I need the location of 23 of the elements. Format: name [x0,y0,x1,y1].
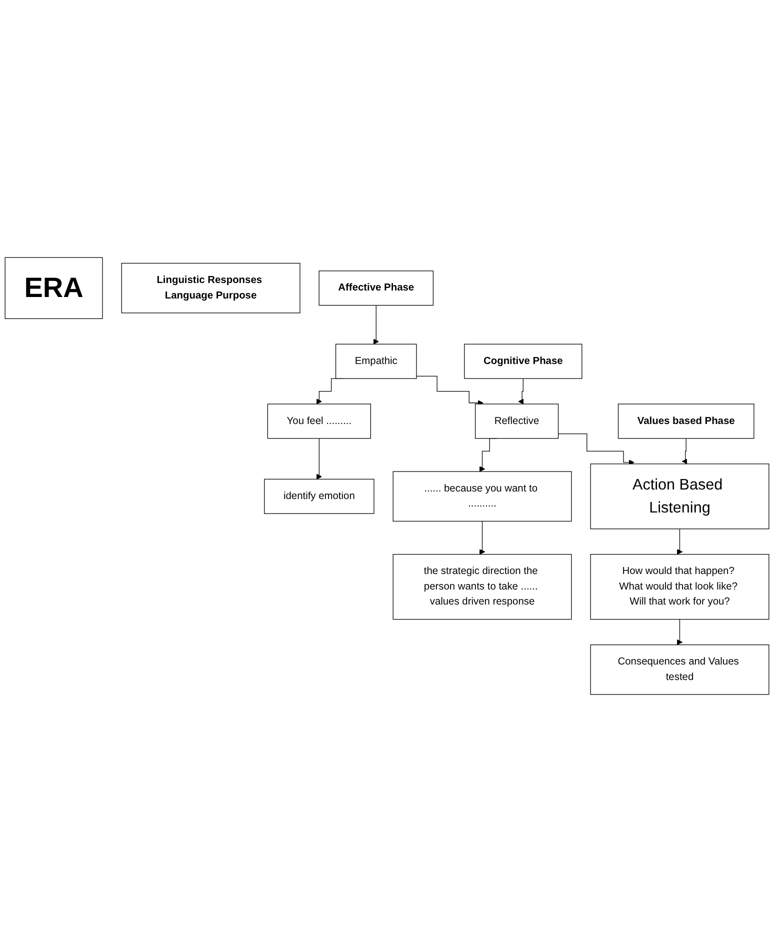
arrow [558,433,634,466]
node-box [392,554,572,620]
arrow [518,378,524,404]
node-box [464,344,582,379]
node-box [121,262,300,314]
node-box [590,644,770,695]
arrow [316,438,322,480]
node-box [392,471,572,522]
node-box [335,344,417,379]
arrow [479,520,486,555]
node-box [618,404,754,439]
node-box [590,464,770,530]
arrow [676,619,683,646]
arrow [416,376,484,406]
arrow [373,304,379,344]
node-box [267,404,371,439]
arrow [676,528,683,555]
node-box [4,257,103,319]
node-box [318,270,434,306]
node-box [590,554,770,620]
arrow [682,438,688,464]
node-box [474,404,559,439]
node-box [264,478,374,514]
